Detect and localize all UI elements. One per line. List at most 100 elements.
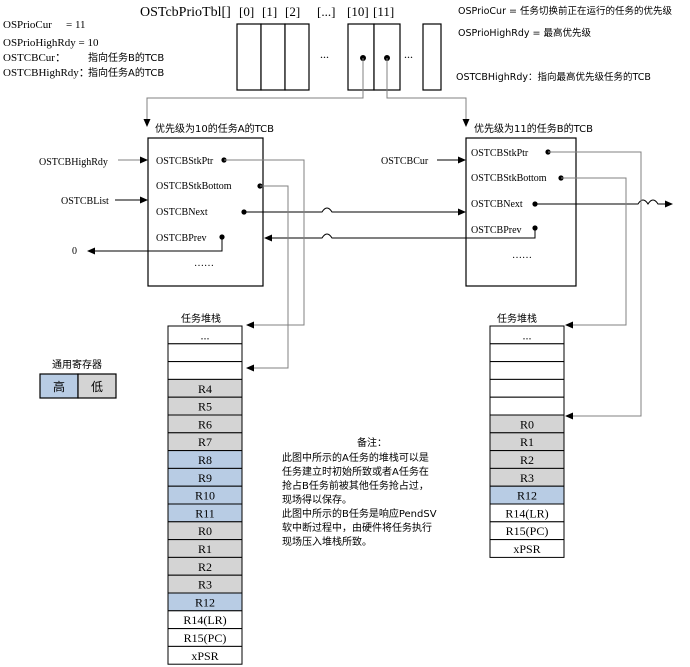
- stack-a-cell: [167, 361, 243, 380]
- tcb-b-stkptr-to-stack: [548, 151, 642, 420]
- stack-a-cell-label: R8: [198, 453, 212, 467]
- note-line-2: 任务建立时初始所致或者A任务在: [282, 465, 429, 478]
- tcb-b-field-more: ……: [512, 250, 532, 261]
- prio-slot-0: [236, 23, 262, 91]
- tcb-b-box: [465, 137, 577, 287]
- tcb-a-field-more: ……: [194, 258, 214, 269]
- prio-table-title: OSTcbPrioTbl[]: [140, 5, 231, 20]
- prio-table-ellipsis-2: ...: [404, 47, 413, 61]
- prio-slot-last: [422, 23, 442, 91]
- ext-cur-label: OSTCBCur: [381, 156, 429, 167]
- prio-high-line: OSPrioHighRdy = 10: [3, 37, 99, 49]
- note-line-5: 此图中所示的B任务是响应PendSV: [282, 507, 437, 520]
- prio-index-2: [2]: [285, 4, 300, 19]
- tcb-high-desc: 指向任务A的TCB: [88, 66, 164, 79]
- tcb-b-title: 优先级为11的任务B的TCB: [474, 122, 593, 135]
- tcb-b-prev-to-tcb-a: [264, 228, 536, 242]
- stack-b-cell: [489, 396, 565, 416]
- ext-zero-label: 0: [72, 246, 77, 257]
- stack-b-cell: [489, 378, 565, 398]
- tcb-high-global-desc: OSTCBHighRdy：指向最高优先级任务的TCB: [456, 71, 651, 83]
- slot10-to-tcb-a: [143, 58, 364, 127]
- stack-a-cell-label: ...: [201, 328, 210, 342]
- stack-a-cell: [167, 645, 243, 665]
- slot11-to-tcb-b: [386, 58, 470, 127]
- stack-b-cell-label: xPSR: [513, 542, 540, 556]
- note-line-3: 抢占B任务前被其他任务抢占过，: [282, 479, 429, 492]
- tcb-a-field-stkptr: OSTCBStkPtr: [156, 156, 214, 167]
- tcb-a-field-next: OSTCBNext: [156, 207, 208, 218]
- stack-a-title: 任务堆栈: [181, 312, 221, 325]
- stack-a-cell-label: R7: [198, 435, 212, 449]
- stack-a-cell-label: R10: [195, 489, 215, 503]
- legend-high-label: 高: [53, 379, 65, 394]
- stack-a-cell-label: R11: [195, 506, 215, 520]
- stack-a-cell: [167, 343, 243, 363]
- prio-cur-label: OSPrioCur: [3, 19, 52, 31]
- tcb-a-field-prev: OSTCBPrev: [156, 233, 207, 244]
- note-line-4: 现场得以保存。: [282, 493, 352, 506]
- tcb-high-label: OSTCBHighRdy：: [3, 67, 90, 79]
- prio-table-ellipsis-1: ...: [320, 47, 329, 61]
- stack-a-cell-label: R1: [198, 542, 212, 556]
- prio-index-11: [11]: [373, 4, 394, 19]
- stack-a-cell-label: R9: [198, 471, 212, 485]
- stack-b-cell-label: R14(LR): [505, 506, 548, 520]
- tcb-cur-desc: 指向任务B的TCB: [88, 51, 164, 64]
- stack-b-cell-label: R1: [520, 435, 534, 449]
- tcb-b-field-next: OSTCBNext: [471, 199, 523, 210]
- tcb-b-field-prev: OSTCBPrev: [471, 225, 522, 236]
- stack-b-title: 任务堆栈: [497, 312, 537, 325]
- stack-a: ...R4R5R6R7R8R9R10R11R0R1R2R3R12R14(LR)R…: [167, 325, 243, 665]
- prio-cur-value: = 11: [66, 19, 86, 31]
- stack-b-cell-label: R0: [520, 417, 534, 431]
- tcb-a-stkbottom-to-stack: [246, 185, 289, 372]
- tcb-cur-label: OSTCBCur：: [3, 52, 66, 64]
- stack-b-cell-label: R2: [520, 453, 534, 467]
- stack-b-cell: [489, 361, 565, 380]
- stack-b-cell: [489, 343, 565, 363]
- stack-b-cell-label: R15(PC): [506, 524, 549, 538]
- ext-list-label: OSTCBList: [61, 196, 109, 207]
- ext-high-rdy-label: OSTCBHighRdy: [39, 157, 108, 168]
- stack-b-cell-label: R3: [520, 471, 534, 485]
- stack-b-cell-label: R12: [517, 489, 537, 503]
- tcb-b-stkbottom-to-stack: [561, 177, 627, 329]
- stack-b-cell: [489, 539, 565, 558]
- tcb-a-next-to-tcb-b: [244, 207, 466, 216]
- tcb-a-prev-to-zero: [87, 237, 223, 255]
- tcb-b-field-stkptr: OSTCBStkPtr: [471, 148, 529, 159]
- legend-title: 通用寄存器: [52, 358, 102, 371]
- prio-index-ellipsis: [...]: [317, 4, 335, 19]
- stack-a-cell-label: R14(LR): [183, 613, 226, 627]
- tcb-b-field-stkbottom: OSTCBStkBottom: [471, 173, 547, 184]
- prio-index-0: [0]: [239, 4, 254, 19]
- tcb-a-field-stkbottom: OSTCBStkBottom: [156, 181, 232, 192]
- note-line-6: 软中断过程中，由硬件将任务执行: [282, 521, 432, 534]
- stack-a-cell-label: R3: [198, 578, 212, 592]
- stack-a-cell-label: R0: [198, 524, 212, 538]
- stack-a-cell-label: R15(PC): [184, 631, 227, 645]
- prio-cur-desc: OSPrioCur = 任务切换前正在运行的任务的优先级: [458, 5, 672, 17]
- tcb-a-stkptr-to-stack: [224, 159, 305, 329]
- stack-a-cell-label: R12: [195, 595, 215, 609]
- stack-b-cell-label: ...: [523, 328, 532, 342]
- tcb-b-next-out: [535, 199, 673, 208]
- stack-a-cell-label: R4: [198, 382, 212, 396]
- prio-index-10: [10]: [347, 4, 369, 19]
- stack-a-cell-label: R2: [198, 560, 212, 574]
- legend-low-label: 低: [91, 380, 103, 394]
- note-title: 备注：: [357, 436, 387, 449]
- prio-table-slots: ... ...: [236, 23, 442, 91]
- prio-index-1: [1]: [262, 4, 277, 19]
- note-line-7: 现场压入堆栈所致。: [282, 535, 372, 548]
- note-line-1: 此图中所示的A任务的堆栈可以是: [282, 451, 429, 464]
- prio-slot-2: [284, 23, 310, 91]
- stack-a-cell-label: R6: [198, 417, 212, 431]
- prio-slot-1: [260, 23, 286, 91]
- stack-a-cell-label: xPSR: [191, 649, 218, 663]
- prio-high-desc: OSPrioHighRdy = 最高优先级: [458, 27, 592, 39]
